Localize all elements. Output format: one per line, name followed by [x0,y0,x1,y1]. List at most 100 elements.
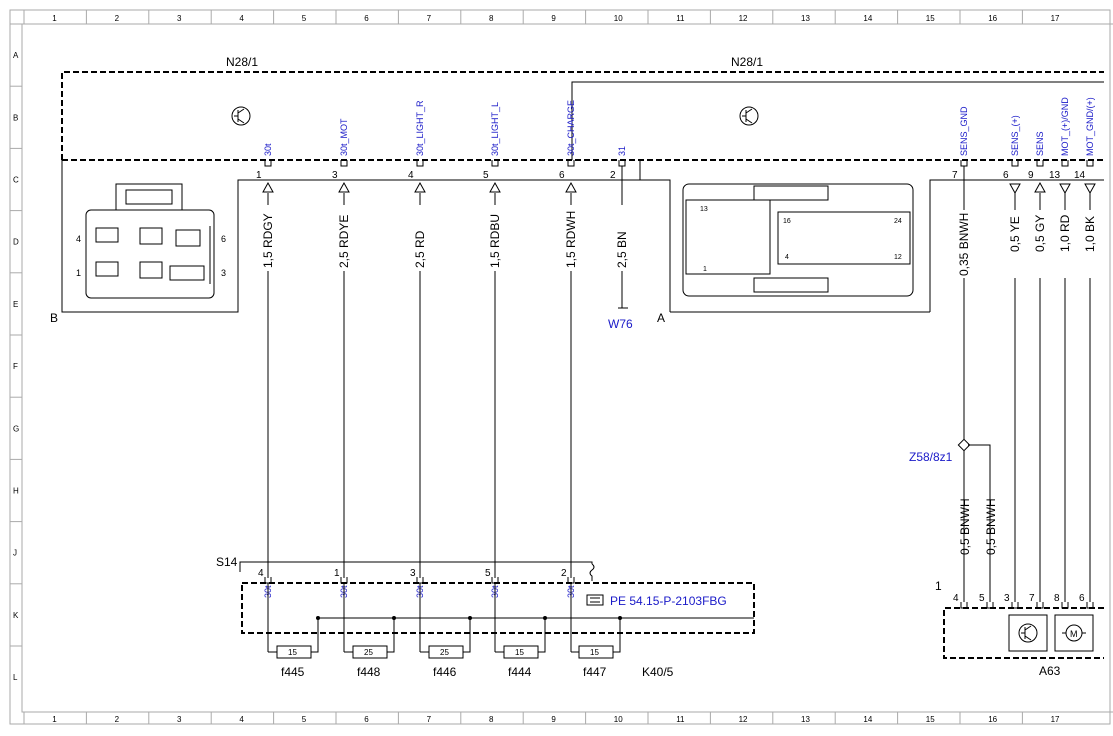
drawing-frame: 1122334455667788991010111112121313141415… [9,9,1113,725]
s14-pin-number: 1 [334,568,340,579]
frame-inner [21,23,1113,713]
column-label: 3 [177,14,182,23]
pin-mark [1036,160,1044,167]
column-label: 12 [739,14,748,23]
connector-b-pin: 4 [76,234,81,244]
column-label: 6 [364,14,369,23]
reference-link[interactable]: PE 54.15-P-2103FBG [586,594,727,608]
column-label: 3 [177,715,182,724]
row-label: H [13,487,19,496]
pin-number: 4 [408,170,414,181]
column-label: 2 [115,715,120,724]
wire-label: 1,0 RD [1058,214,1072,252]
wire-label: 1,5 RDWH [564,211,578,268]
arrow-mark [1084,183,1096,195]
column-label: 4 [239,14,244,23]
svg-text:M: M [1070,629,1078,639]
wire-label: 0,5 BNWH [958,498,972,555]
arrow-mark [262,181,274,193]
arrow-mark [1009,183,1021,195]
column-label: 1 [52,14,57,23]
frame-border [9,9,1111,725]
a63-label: A63 [1039,664,1061,678]
wire-label-bg [487,205,503,271]
a63-pin-number: 7 [1029,593,1035,604]
pin-number: 3 [332,170,338,181]
wire-label: 0,5 YE [1008,216,1022,252]
pin-mark [1061,602,1069,609]
column-label: 10 [614,14,623,23]
connector-a-pin: 1 [703,266,707,273]
fuse-rating: 25 [364,648,373,657]
pin-mark [1086,602,1094,609]
wire-label: 2,5 RD [413,230,427,268]
fuse-name: f447 [583,665,607,679]
pin-signal: 30t_CHARGE [566,100,576,156]
connector-a-pin: 13 [700,206,708,213]
pin-number: 6 [1003,170,1009,181]
wire-label: 0,35 BNWH [957,213,971,276]
column-label: 6 [364,715,369,724]
wire-label: 1,5 RDBU [488,214,502,268]
arrow-mark [565,181,577,193]
splice-z58: Z58/8z1 0,5 BNWH 0,5 BNWH [909,438,998,555]
connector-b-pin: 6 [221,234,226,244]
row-label: K [13,611,19,620]
arrow-mark [338,181,350,193]
column-label: 14 [863,14,872,23]
pin-number: 2 [610,170,616,181]
fuse-rating: 25 [440,648,449,657]
pin-signal: 30t_LIGHT_L [490,102,500,156]
column-label: 9 [551,715,556,724]
wire-label: 1,0 BK [1083,216,1097,252]
module-name-right: N28/1 [731,55,763,69]
connector-a-face [682,183,914,297]
column-label: 17 [1051,14,1060,23]
column-label: 17 [1051,715,1060,724]
pin-signal: 30t [263,143,273,156]
pin-number: 1 [256,170,262,181]
pin-mark [1036,602,1044,609]
fuse-box-k40: K40/5 PE 54.15-P-2103FBG [241,582,755,679]
a63-index: 1 [935,579,942,593]
pin-number: 9 [1028,170,1034,181]
a63-pin-number: 4 [953,593,959,604]
column-label: 15 [926,715,935,724]
wire [311,618,319,653]
wire-label-bg [956,210,972,278]
connector-a-pin: 16 [783,218,791,225]
fuse-rating: 15 [288,648,297,657]
pin-mark [416,160,424,167]
column-label: 5 [302,715,307,724]
pin-number: 14 [1074,170,1086,181]
wire-label-bg [260,205,276,271]
reference-text[interactable]: PE 54.15-P-2103FBG [610,594,727,608]
pin-number: 7 [952,170,958,181]
wire-label: 1,5 RDGY [261,213,275,268]
wire [387,618,395,653]
wire-label-bg [563,205,579,271]
k40-label: K40/5 [642,665,674,679]
pin-mark [1086,160,1094,167]
pin-mark [986,602,994,609]
column-label: 1 [52,715,57,724]
junction-dot [543,616,547,620]
pin-signal: MOT_GND/(+) [1085,97,1095,156]
connector-b: 4 1 6 3 B [50,160,641,325]
column-label: 7 [427,715,432,724]
pin-mark [264,160,272,167]
ground-w76: W76 [608,307,633,331]
wire [538,618,546,653]
row-label: L [13,673,18,682]
s14-label: S14 [216,555,238,569]
fuse-name: f444 [508,665,532,679]
module-name-left: N28/1 [226,55,258,69]
column-label: 11 [676,14,685,23]
column-label: 4 [239,715,244,724]
pin-mark [1061,160,1069,167]
connector-a-pin: 24 [894,218,902,225]
connector-b-face [85,183,215,299]
